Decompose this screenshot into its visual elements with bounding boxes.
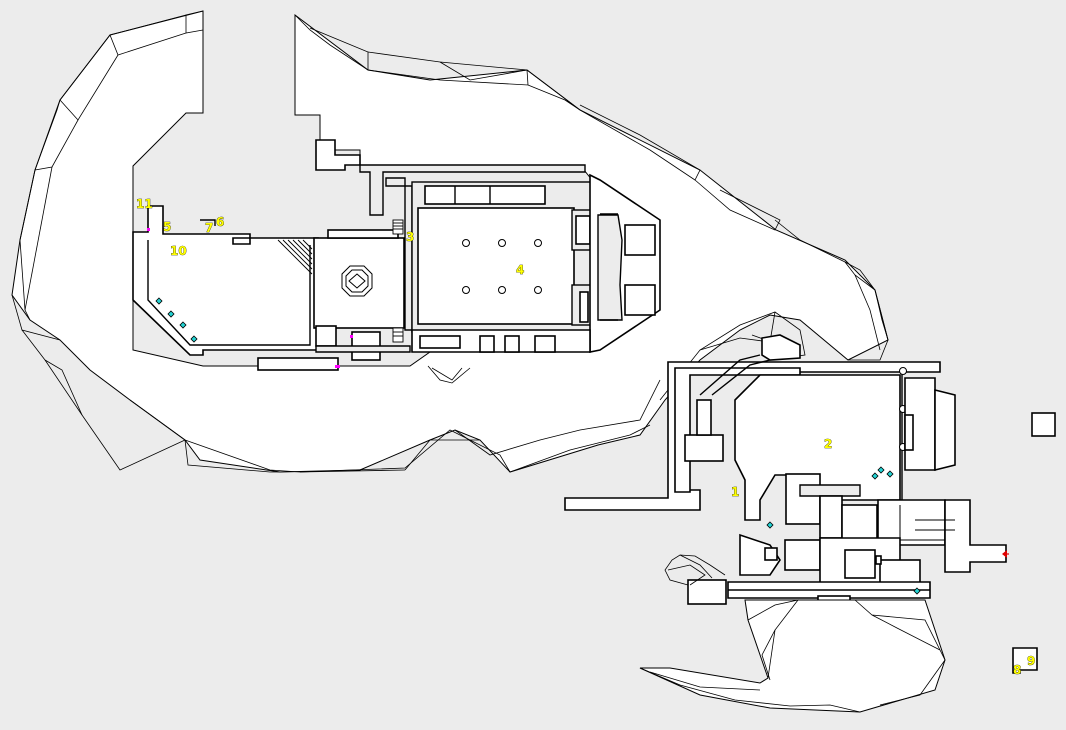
door-marker-icon (147, 228, 150, 231)
diamond-icon[interactable] (766, 521, 774, 529)
waypoint-1[interactable]: 1 (731, 485, 740, 500)
waypoint-4[interactable]: 4 (516, 263, 525, 278)
waypoint-11[interactable]: 11 (136, 197, 153, 212)
isolated-room-southeast (1012, 647, 1038, 674)
terrain-west (11, 10, 889, 473)
terrain-north-ridge (294, 14, 889, 361)
pillars (462, 239, 542, 294)
waypoint-10[interactable]: 10 (170, 244, 187, 259)
door-markers (147, 228, 353, 368)
waypoint-8[interactable]: 8 (1013, 663, 1022, 678)
waypoint-labels: 1 2 3 4 5 6 7 8 9 10 11 (136, 197, 1036, 678)
diamond-icon[interactable] (155, 297, 163, 305)
diamond-icon[interactable] (913, 587, 921, 595)
diamond-icon[interactable] (886, 470, 894, 478)
diamond-icon[interactable] (871, 472, 879, 480)
terrain-south (639, 599, 946, 713)
waypoint-9[interactable]: 9 (1027, 654, 1036, 669)
diamond-icon[interactable] (179, 321, 187, 329)
isolated-room-east (1031, 412, 1056, 437)
door-marker-icon (335, 365, 340, 368)
waypoint-7[interactable]: 7 (205, 221, 214, 236)
diamond-icon[interactable] (190, 335, 198, 343)
door-marker-icon (350, 335, 353, 338)
player-marker[interactable] (1002, 550, 1009, 558)
west-building (132, 139, 661, 384)
waypoint-3[interactable]: 3 (406, 230, 415, 245)
waypoint-2[interactable]: 2 (824, 437, 833, 452)
waypoint-5[interactable]: 5 (163, 220, 172, 235)
diamond-icon[interactable] (167, 310, 175, 318)
waypoint-6[interactable]: 6 (216, 215, 225, 230)
items (155, 297, 921, 595)
diamond-icon[interactable] (877, 466, 885, 474)
east-complex (564, 311, 1007, 605)
